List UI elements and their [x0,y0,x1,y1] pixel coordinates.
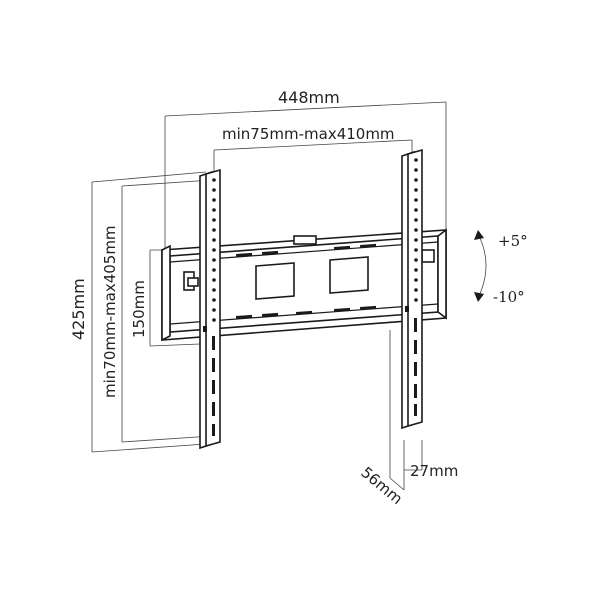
overall-width-label: 448mm [278,88,340,107]
left-arm-holes [212,178,216,436]
overall-height-dimension: 425mm [69,171,207,453]
vesa-width-dimension: min75mm-max410mm [213,125,413,172]
depth-min-label: 27mm [410,462,458,480]
right-arm-holes [414,158,418,416]
wall-plate [161,228,447,342]
plate-height-dimension: 150mm [130,249,201,347]
tilt-up-label: +5° [498,232,528,250]
vesa-width-label: min75mm-max410mm [222,125,395,143]
plate-height-label: 150mm [130,280,148,338]
right-vertical-arm [401,148,423,430]
vesa-height-dimension: min70mm-max405mm [101,179,213,443]
overall-height-label: 425mm [69,278,88,340]
arrow-down-icon [474,292,484,302]
plate-slots-top [235,243,377,257]
arrow-up-icon [474,230,484,240]
left-vertical-arm [199,168,221,450]
overall-width-dimension: 448mm [164,88,447,250]
tilt-down-label: -10° [493,288,525,306]
plate-slots-bottom [235,305,377,319]
vesa-height-label: min70mm-max405mm [101,225,119,398]
tilt-indicator: +5° -10° [474,230,528,306]
